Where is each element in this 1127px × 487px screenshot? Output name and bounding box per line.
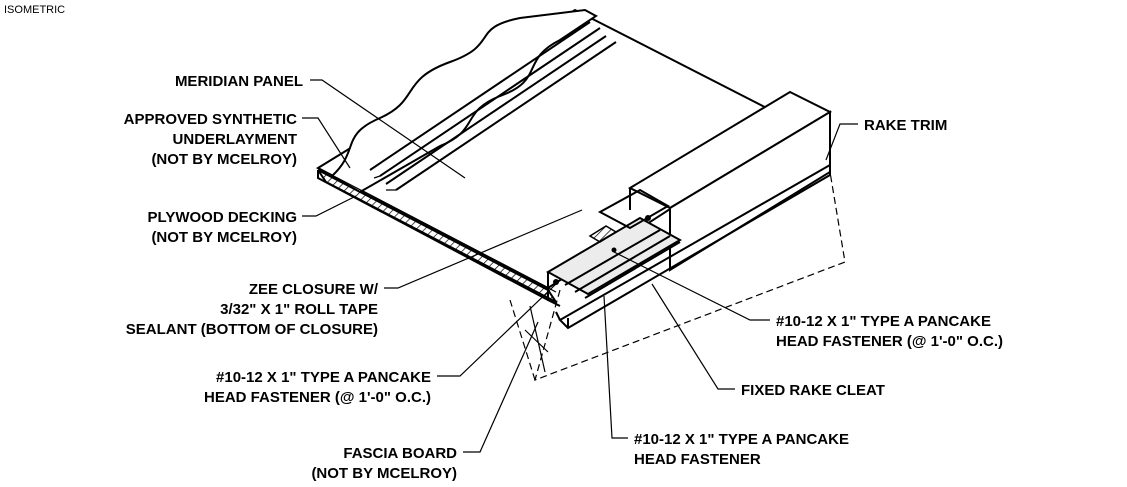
leader-lines [302,79,858,453]
fascia-board-outline [509,171,846,381]
label-fastener-left-line1: #10-12 X 1" TYPE A PANCAKE [216,369,431,386]
meridian-panel-surface [315,8,802,293]
label-underlayment-line2: UNDERLAYMENT [173,131,297,148]
label-plywood-line2: (NOT BY MCELROY) [151,229,297,246]
plywood-decking [317,169,557,303]
label-fixed-rake-cleat: FIXED RAKE CLEAT [741,382,885,399]
label-zee-line1: ZEE CLOSURE W/ [249,281,379,298]
view-title: ISOMETRIC [4,4,65,16]
roof-assembly-drawing [315,8,846,381]
rake-trim-box [555,90,833,330]
label-underlayment-line1: APPROVED SYNTHETIC [124,111,298,128]
label-fastener-left-line2: HEAD FASTENER (@ 1'-0" O.C.) [204,389,431,406]
label-rake-trim: RAKE TRIM [864,117,947,134]
label-underlayment-line3: (NOT BY MCELROY) [151,151,297,168]
label-zee-line2: 3/32" X 1" ROLL TAPE [220,301,378,318]
zee-closure-detail [545,188,683,307]
label-fastener-bottom-line2: HEAD FASTENER [634,451,761,468]
label-plywood-line1: PLYWOOD DECKING [148,209,297,226]
label-zee-line3: SEALANT (BOTTOM OF CLOSURE) [126,321,378,338]
label-meridian-panel: MERIDIAN PANEL [175,73,303,90]
label-fastener-right-line1: #10-12 X 1" TYPE A PANCAKE [776,313,991,330]
label-fastener-bottom-line1: #10-12 X 1" TYPE A PANCAKE [634,431,849,448]
callout-labels: MERIDIAN PANEL APPROVED SYNTHETIC UNDERL… [124,73,1003,482]
label-fascia-line1: FASCIA BOARD [343,445,457,462]
label-fascia-line2: (NOT BY MCELROY) [311,465,457,482]
label-fastener-right-line2: HEAD FASTENER (@ 1'-0" O.C.) [776,333,1003,350]
